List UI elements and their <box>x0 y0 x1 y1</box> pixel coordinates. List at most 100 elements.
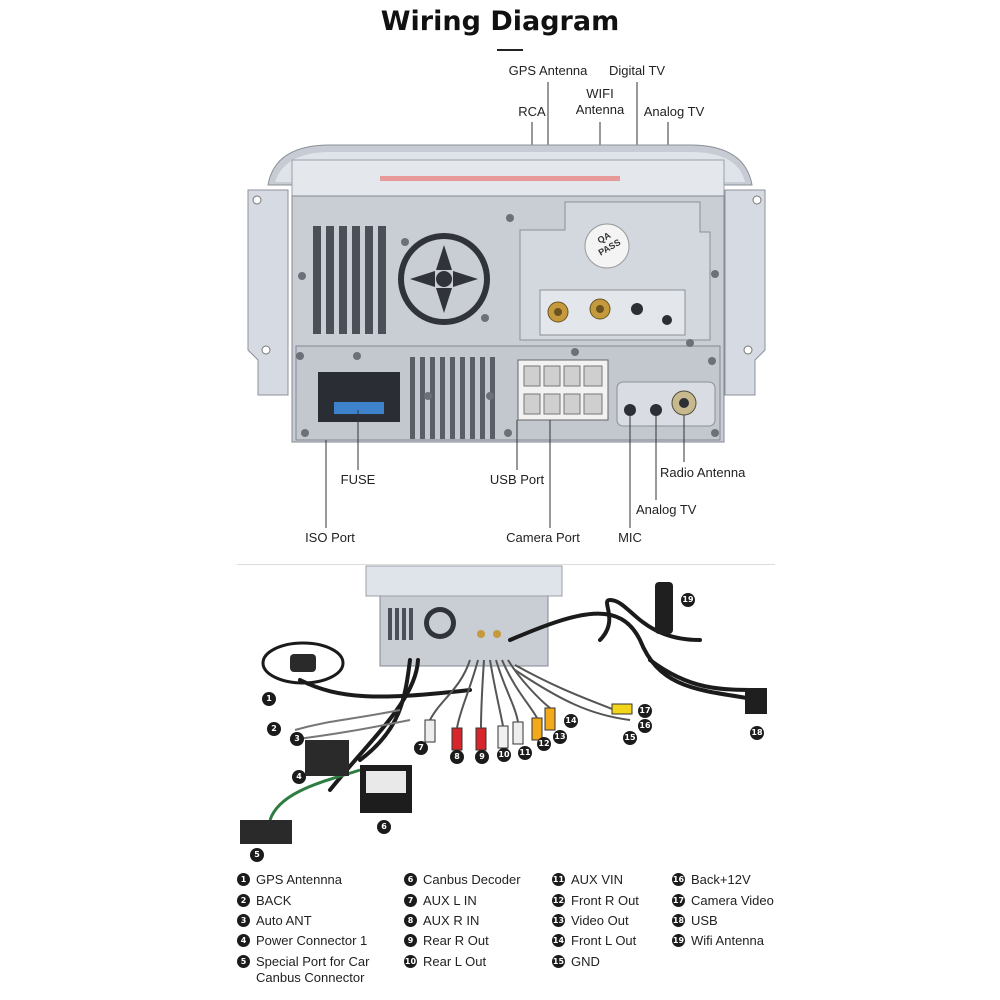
legend-num-15: 15 <box>552 955 565 968</box>
legend-item-7: 7 AUX L IN <box>404 893 477 909</box>
legend-label-13: Video Out <box>571 913 629 928</box>
legend-item-18: 18 USB <box>672 913 718 929</box>
legend-num-17: 17 <box>672 894 685 907</box>
label-analog-tv-bottom: Analog TV <box>636 502 697 517</box>
badge-6: 6 <box>377 820 391 834</box>
badge-15: 15 <box>623 731 637 745</box>
bottom-leader-lines <box>325 410 685 528</box>
legend-label-5: Special Port for Car Canbus Connector <box>256 954 370 985</box>
legend-num-8: 8 <box>404 914 417 927</box>
label-wifi-antenna: WIFI Antenna <box>575 86 625 117</box>
legend-num-6: 6 <box>404 873 417 886</box>
badge-11: 11 <box>518 746 532 760</box>
legend-item-1: 1 GPS Antennna <box>237 872 342 888</box>
legend-num-11: 11 <box>552 873 565 886</box>
legend-label-12: Front R Out <box>571 893 639 908</box>
badge-1: 1 <box>262 692 276 706</box>
legend-label-9: Rear R Out <box>423 933 489 948</box>
badge-18: 18 <box>750 726 764 740</box>
legend-item-6: 6 Canbus Decoder <box>404 872 521 888</box>
left-vents <box>313 226 386 334</box>
legend-num-13: 13 <box>552 914 565 927</box>
badge-2: 2 <box>267 722 281 736</box>
legend-label-1: GPS Antennna <box>256 872 343 887</box>
legend-num-4: 4 <box>237 934 250 947</box>
left-bracket <box>247 189 289 396</box>
title-underline <box>497 49 523 51</box>
label-radio-antenna: Radio Antenna <box>660 465 746 480</box>
legend-label-18: USB <box>691 913 718 928</box>
legend-item-14: 14 Front L Out <box>552 933 636 949</box>
badge-4: 4 <box>292 770 306 784</box>
center-vents <box>410 357 495 439</box>
legend-item-15: 15 GND <box>552 954 600 970</box>
label-rca: RCA <box>518 104 546 119</box>
legend-num-3: 3 <box>237 914 250 927</box>
legend-num-16: 16 <box>672 873 685 886</box>
diagram-title: Wiring Diagram <box>380 6 620 37</box>
legend-num-2: 2 <box>237 894 250 907</box>
badge-17: 17 <box>638 704 652 718</box>
legend-num-7: 7 <box>404 894 417 907</box>
legend-item-13: 13 Video Out <box>552 913 629 929</box>
legend-label-2: BACK <box>256 893 292 908</box>
legend-item-12: 12 Front R Out <box>552 893 639 909</box>
badge-19: 19 <box>681 593 695 607</box>
legend-label-10: Rear L Out <box>423 954 487 969</box>
iso-port <box>318 372 400 422</box>
legend-item-19: 19 Wifi Antenna <box>672 933 764 949</box>
label-mic: MIC <box>618 530 642 545</box>
label-camera-port: Camera Port <box>506 530 580 545</box>
legend-num-14: 14 <box>552 934 565 947</box>
legend-label-11: AUX VIN <box>571 872 624 887</box>
legend-num-10: 10 <box>404 955 417 968</box>
legend-label-4: Power Connector 1 <box>256 933 368 948</box>
badge-13: 13 <box>553 730 567 744</box>
legend-label-3: Auto ANT <box>256 913 312 928</box>
legend-label-7: AUX L IN <box>423 893 477 908</box>
label-analog-tv-top: Analog TV <box>643 104 705 119</box>
badge-16: 16 <box>638 719 652 733</box>
badge-12: 12 <box>537 737 551 751</box>
section-divider <box>237 564 775 565</box>
badge-3: 3 <box>290 732 304 746</box>
legend-item-2: 2 BACK <box>237 893 291 909</box>
legend-label-19: Wifi Antenna <box>691 933 764 948</box>
legend-num-12: 12 <box>552 894 565 907</box>
label-usb-port: USB Port <box>489 472 545 487</box>
wiring-harness <box>240 565 767 844</box>
legend-item-10: 10 Rear L Out <box>404 954 486 970</box>
legend-item-16: 16 Back+12V <box>672 872 751 888</box>
legend-label-6: Canbus Decoder <box>423 872 521 887</box>
label-digital-tv: Digital TV <box>608 63 666 78</box>
legend-label-15: GND <box>571 954 600 969</box>
label-fuse: FUSE <box>340 472 376 487</box>
legend-label-17: Camera Video <box>691 893 774 908</box>
legend-item-9: 9 Rear R Out <box>404 933 489 949</box>
badge-8: 8 <box>450 750 464 764</box>
legend-label-8: AUX R IN <box>423 913 480 928</box>
badge-7: 7 <box>414 741 428 755</box>
legend-item-8: 8 AUX R IN <box>404 913 479 929</box>
legend-item-5: 5 Special Port for Car Canbus Connector <box>237 954 369 986</box>
legend-item-11: 11 AUX VIN <box>552 872 623 888</box>
legend-num-5: 5 <box>237 955 250 968</box>
badge-14: 14 <box>564 714 578 728</box>
legend-label-14: Front L Out <box>571 933 637 948</box>
badge-5: 5 <box>250 848 264 862</box>
fan <box>398 233 490 325</box>
badge-9: 9 <box>475 750 489 764</box>
legend-label-16: Back+12V <box>691 872 751 887</box>
legend-num-1: 1 <box>237 873 250 886</box>
legend-item-17: 17 Camera Video <box>672 893 774 909</box>
label-iso-port: ISO Port <box>305 530 355 545</box>
legend-item-3: 3 Auto ANT <box>237 913 312 929</box>
legend-num-9: 9 <box>404 934 417 947</box>
right-bracket <box>724 189 766 396</box>
legend-num-18: 18 <box>672 914 685 927</box>
badge-10: 10 <box>497 748 511 762</box>
label-gps-antenna: GPS Antenna <box>508 63 588 78</box>
legend-item-4: 4 Power Connector 1 <box>237 933 367 949</box>
legend-num-19: 19 <box>672 934 685 947</box>
